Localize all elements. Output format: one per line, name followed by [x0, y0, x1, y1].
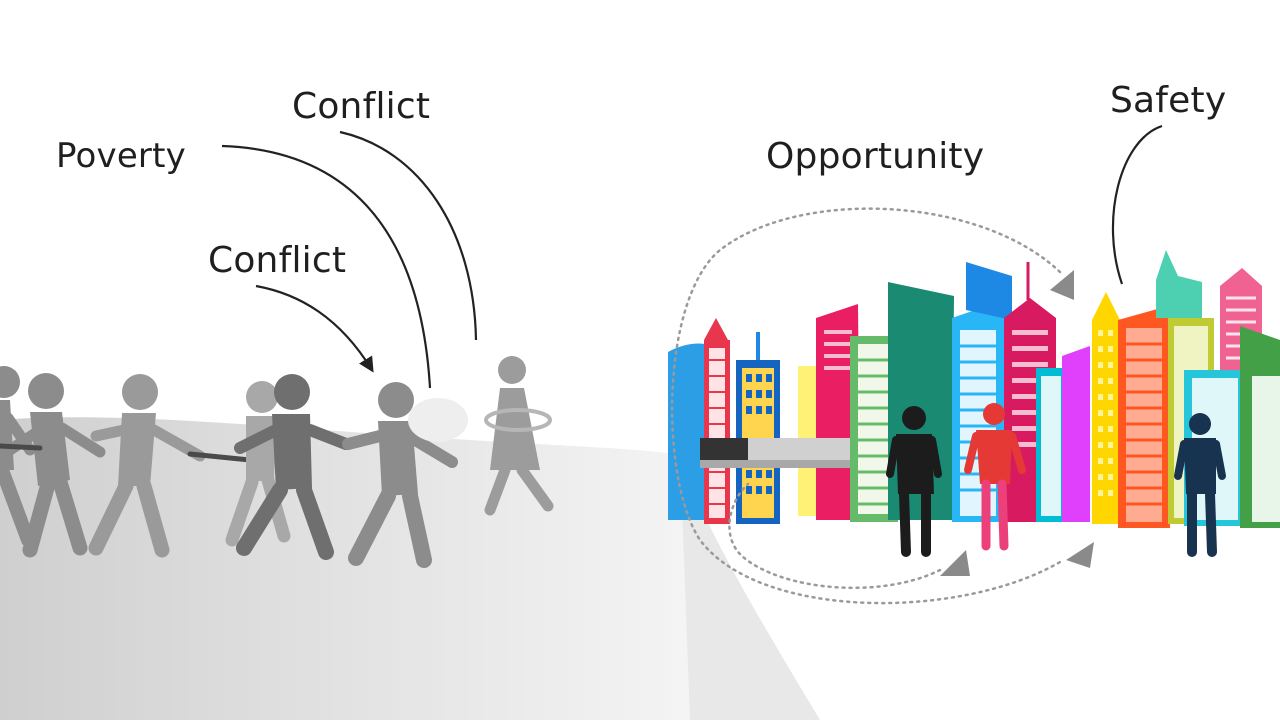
label-safety: Safety	[1110, 80, 1227, 121]
person-figure-icon	[484, 356, 554, 516]
safety-pointer-line	[1111, 124, 1163, 285]
building	[1062, 346, 1090, 522]
rope-segment	[187, 451, 253, 463]
people-in-conflict-group	[0, 356, 554, 568]
person-figure-icon	[1174, 413, 1226, 557]
annotation-arrows-left	[221, 130, 478, 389]
arrowhead-icon	[940, 550, 970, 576]
person-figure-icon	[234, 374, 352, 560]
label-conflict-middle: Conflict	[208, 240, 347, 281]
gray-ground	[0, 417, 690, 720]
building	[1118, 306, 1170, 528]
arrowhead-icon	[1050, 270, 1074, 300]
bridge-bar-icon	[700, 438, 850, 468]
curved-arrow-icon	[339, 130, 478, 341]
person-figure-icon	[88, 374, 206, 558]
rope-segment	[0, 443, 43, 451]
curved-arrow-icon	[221, 144, 432, 389]
label-opportunity: Opportunity	[766, 136, 985, 177]
arrowhead-icon	[1066, 542, 1094, 568]
curved-arrow-icon	[255, 284, 374, 373]
building	[1156, 250, 1202, 318]
dust-cloud	[408, 398, 468, 442]
building	[1092, 292, 1122, 524]
gray-ground-edge	[680, 455, 820, 720]
building	[966, 262, 1012, 320]
building	[704, 318, 730, 524]
cycle-arrowheads	[940, 270, 1094, 576]
person-figure-icon	[4, 373, 106, 558]
building	[1252, 376, 1280, 522]
building	[736, 332, 780, 524]
city-people-group	[886, 403, 1226, 557]
person-figure-icon	[964, 403, 1026, 551]
person-figure-icon	[886, 406, 942, 557]
label-conflict-top: Conflict	[292, 86, 431, 127]
person-figure-icon	[342, 382, 458, 568]
building	[1036, 368, 1066, 522]
label-poverty: Poverty	[56, 136, 186, 176]
dotted-cycle-arrow-icon	[670, 207, 1062, 605]
